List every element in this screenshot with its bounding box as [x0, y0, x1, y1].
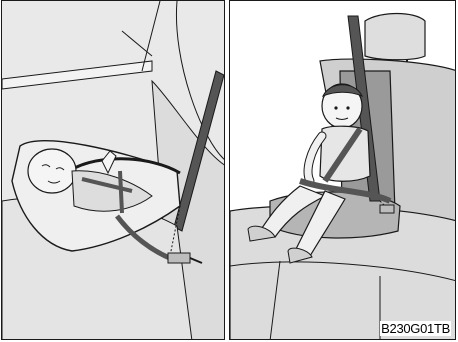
infant-carrier-drawing — [2, 1, 225, 340]
belt-buckle — [168, 253, 190, 263]
child-booster-illustration: B230G01TB — [229, 0, 456, 340]
booster-seat-drawing — [230, 1, 456, 340]
baby-head — [28, 149, 76, 193]
infant-carrier-illustration — [1, 0, 225, 340]
headrest — [365, 14, 425, 60]
figure-code: B230G01TB — [380, 321, 451, 336]
buckle-right — [380, 205, 394, 213]
